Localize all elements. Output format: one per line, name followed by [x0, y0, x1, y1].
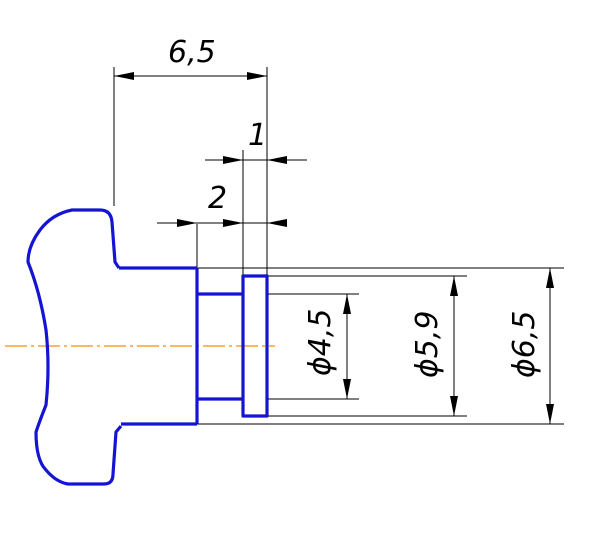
part-outline [26, 208, 269, 486]
end-collar [241, 274, 269, 418]
label-shoulder-length: 2 [208, 181, 227, 216]
label-diameter-mid: ϕ5,9 [410, 311, 445, 379]
knob-head [26, 208, 123, 486]
label-groove-width: 1 [248, 118, 267, 153]
label-diameter-large: ϕ6,5 [507, 311, 542, 379]
dimension-lines [113, 67, 564, 425]
label-overall-length: 6,5 [168, 35, 216, 70]
label-diameter-small: ϕ4,5 [303, 309, 338, 377]
